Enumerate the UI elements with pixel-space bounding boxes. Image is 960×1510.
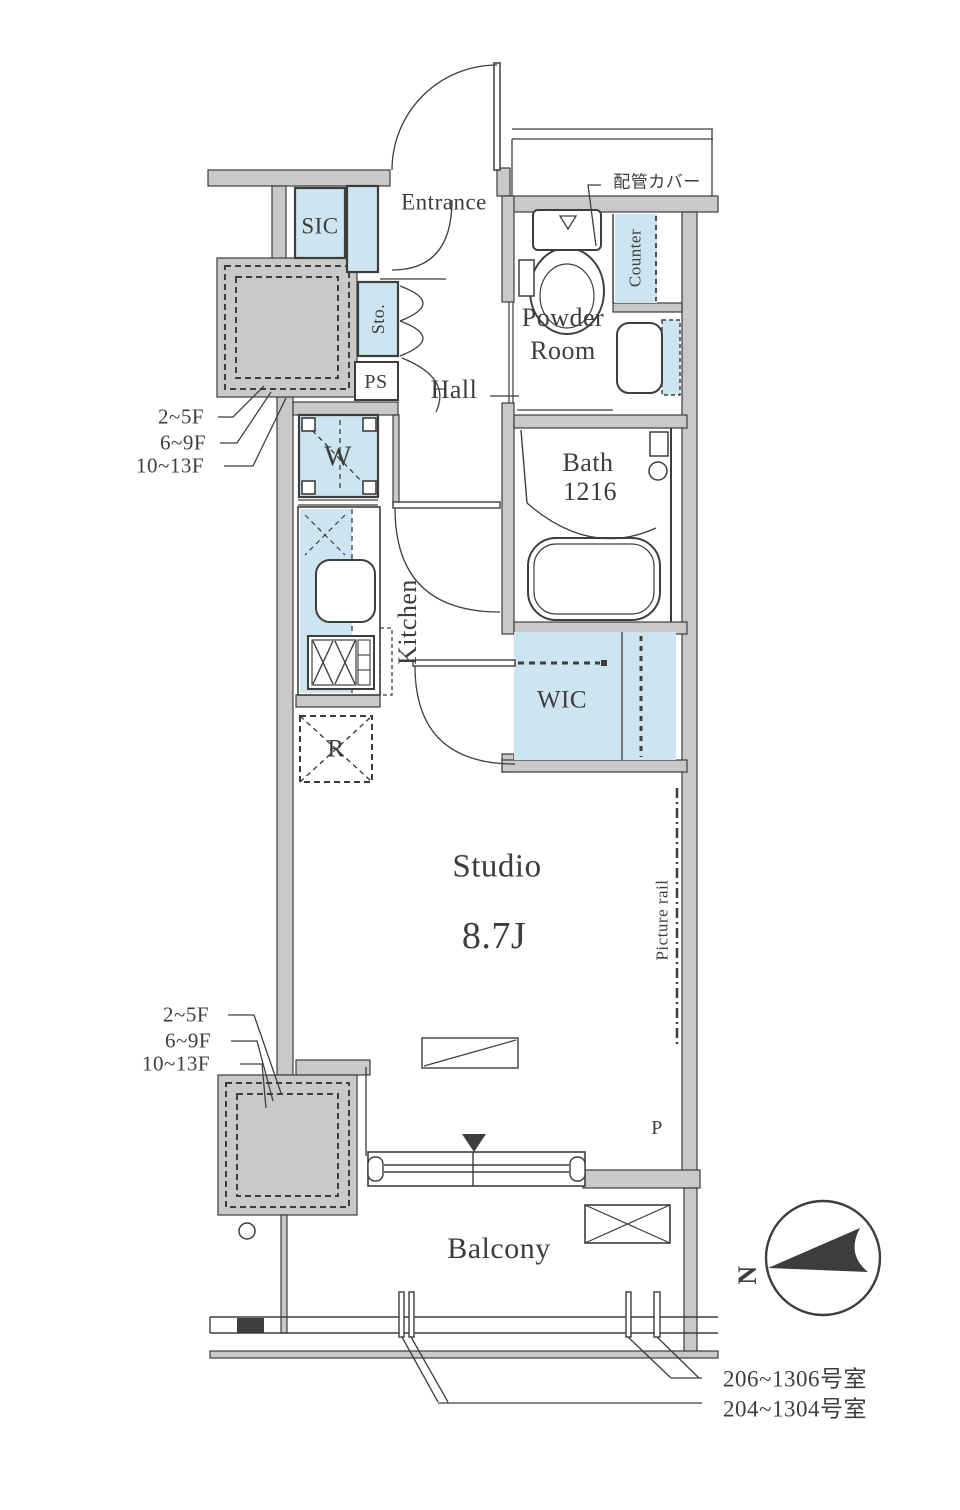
stove [307, 635, 375, 690]
pipe-space-label: PS [364, 371, 388, 393]
floor-label-top-2-5f: 2~5F [157, 404, 205, 429]
floor-level-marker [462, 1134, 486, 1152]
bathtub [527, 537, 661, 621]
interior-walls [292, 195, 688, 773]
bath-label: Bath [562, 448, 614, 477]
studio-door [412, 659, 516, 765]
kitchen-label: Kitchen [393, 579, 422, 665]
storage-closet [356, 280, 400, 358]
wic-closet [514, 632, 676, 760]
drain-box [237, 1318, 264, 1333]
structural-column-bottom [217, 1074, 358, 1334]
bath-fixtures [648, 431, 669, 481]
floor-label-bottom-2-5f: 2~5F [162, 1002, 210, 1027]
washer-pan [297, 413, 380, 506]
ac-unit [584, 1204, 671, 1244]
floor-label-top-10-13f: 10~13F [135, 453, 205, 478]
washbasin [616, 319, 681, 396]
sic-label: SIC [301, 213, 339, 239]
compass [764, 1199, 882, 1317]
picture-rail-label: Picture rail [652, 879, 672, 961]
kitchen-door [392, 501, 501, 613]
washer-label: W [324, 440, 352, 473]
studio-size-label: 8.7J [461, 915, 527, 957]
pipe-space-box [354, 361, 399, 401]
room-range-label-206: 206~1306号室 [723, 1366, 867, 1392]
kitchen-counter [297, 506, 393, 696]
balcony-label: Balcony [447, 1232, 551, 1265]
balcony-partitions [398, 1291, 661, 1338]
p-space-label: P [651, 1117, 663, 1139]
window [367, 1151, 586, 1187]
compass-north-label: N [733, 1265, 762, 1285]
bath-door [520, 429, 657, 540]
wic-label: WIC [536, 686, 588, 714]
storage-folding-door [399, 285, 441, 413]
structural-column-top [216, 257, 358, 398]
floor-label-top-6-9f: 6~9F [159, 430, 207, 455]
studio-label: Studio [452, 848, 542, 885]
bath-size-label: 1216 [563, 477, 617, 506]
toilet [518, 209, 605, 335]
floor-label-bottom-10-13f: 10~13F [141, 1051, 211, 1076]
room-range-label-204: 204~1304号室 [723, 1396, 867, 1422]
pipe-cover-label: 配管カバー [613, 172, 701, 192]
powder-room-label-line2: Room [530, 336, 596, 365]
storage-label: Sto. [368, 303, 388, 335]
entry-cabinet [345, 184, 380, 274]
fridge-label: R [327, 735, 345, 763]
hall-label: Hall [430, 375, 478, 404]
powder-room-label-line1: Powder [521, 303, 605, 332]
balcony-structure [209, 1204, 719, 1359]
floor-label-bottom-6-9f: 6~9F [164, 1028, 212, 1053]
counter-label: Counter [625, 228, 645, 288]
powder-counter [615, 214, 657, 303]
compass-needle [768, 1228, 868, 1272]
studio-counter [421, 1037, 519, 1069]
entrance-door [391, 62, 501, 171]
entrance-label: Entrance [401, 189, 487, 215]
kitchen-sink [315, 559, 376, 623]
entrance-inner-door [380, 199, 453, 280]
leader-lines [218, 184, 702, 1404]
sic-closet [293, 186, 347, 260]
fridge-space [299, 715, 373, 783]
